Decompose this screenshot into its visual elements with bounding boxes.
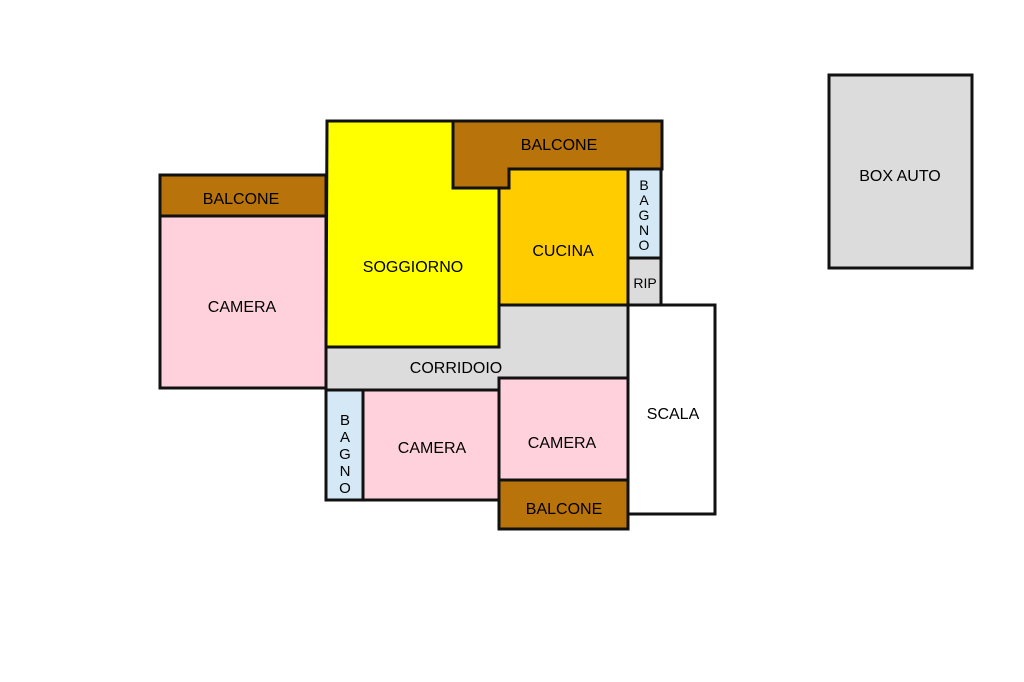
bagno-left-letter: O (339, 480, 351, 497)
scala-room (626, 303, 717, 516)
soggiorno-label: SOGGIORNO (363, 259, 463, 276)
rip-room (626, 256, 663, 307)
balcone-left-label: BALCONE (203, 191, 279, 208)
bagno-right-label: B A G N O (639, 177, 650, 253)
bagno-left-room (324, 388, 365, 502)
bagno-right-letter: G (639, 207, 650, 223)
bagno-right-letter: A (639, 192, 649, 208)
corridoio-label: CORRIDOIO (410, 360, 502, 377)
box-auto-room (827, 73, 974, 270)
scala-label: SCALA (647, 406, 700, 423)
camera-mid-room (361, 388, 501, 502)
balcone-top-label: BALCONE (521, 137, 597, 154)
bagno-left-letter: B (340, 412, 350, 429)
rip-label: RIP (633, 275, 656, 291)
bagno-right-letter: N (639, 222, 649, 238)
bagno-right-letter: B (639, 177, 648, 193)
camera-left-room (158, 214, 328, 390)
camera-right-room (497, 376, 630, 482)
cucina-room (497, 167, 630, 307)
camera-mid-label: CAMERA (398, 440, 467, 457)
bagno-right-letter: O (639, 237, 650, 253)
cucina-label: CUCINA (532, 243, 594, 260)
bagno-left-letter: G (339, 446, 351, 463)
camera-left-label: CAMERA (208, 299, 277, 316)
bagno-left-label: B A G N O (339, 412, 351, 497)
bagno-left-letter: A (340, 429, 350, 446)
balcone-bottom-label: BALCONE (526, 501, 602, 518)
box-auto-label: BOX AUTO (859, 168, 941, 185)
camera-right-label: CAMERA (528, 435, 597, 452)
balcone-left-room (158, 173, 328, 218)
bagno-left-letter: N (340, 463, 351, 480)
